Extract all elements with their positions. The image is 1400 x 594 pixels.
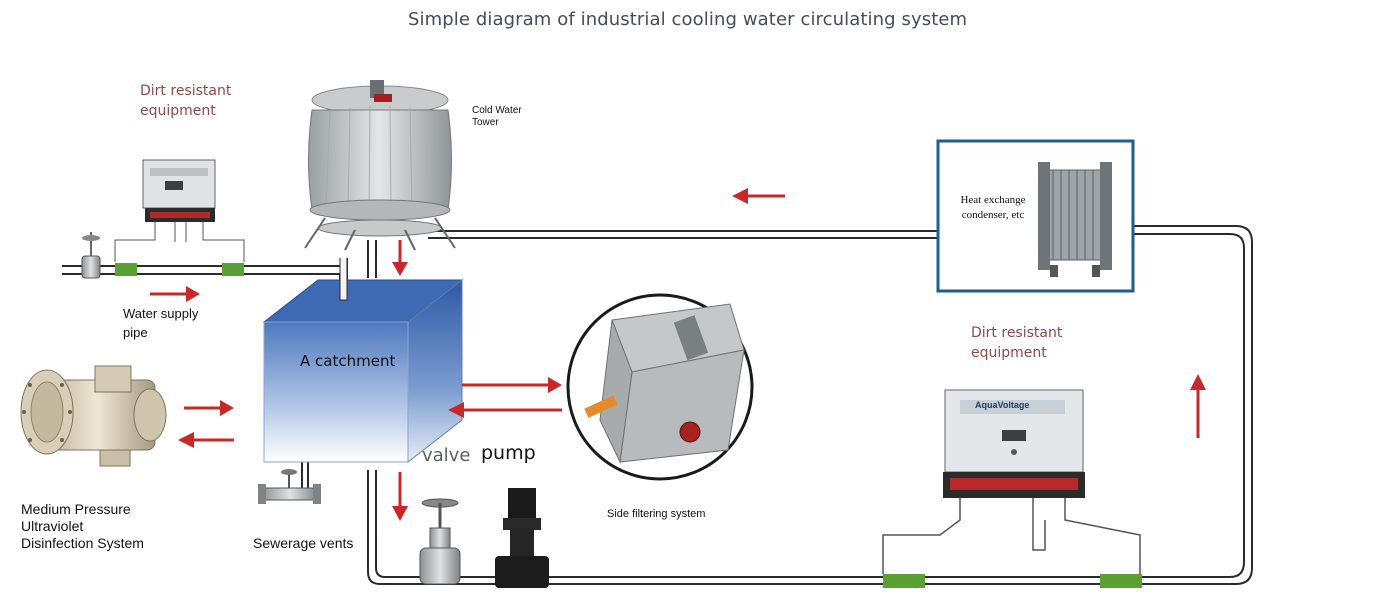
gate-valve [419, 498, 461, 585]
catchment-tank [262, 258, 464, 464]
label-line: equipment [140, 103, 216, 119]
dirt-resistant-device-right [882, 389, 1141, 574]
dirt-resistant-label-left: Dirt resistant equipment [140, 81, 231, 121]
label-line: Water supply [123, 306, 199, 321]
water-supply-pipe-label: Water supply pipe [123, 304, 198, 342]
pump-label: pump [481, 442, 536, 464]
arrow-uv-left [178, 432, 234, 448]
label-line: Dirt resistant [971, 325, 1063, 341]
arrow-supply-right [150, 286, 200, 302]
label-line: Tower [472, 117, 499, 128]
arrow-up-right [1190, 374, 1206, 438]
side-filter-label: Side filtering system [607, 508, 706, 520]
label-line: condenser, etc [961, 209, 1025, 221]
dirt-resistant-label-right: Dirt resistant equipment [971, 323, 1062, 363]
label-line: equipment [971, 345, 1047, 361]
pipe-couplings [115, 263, 1142, 588]
supply-valve [81, 232, 101, 279]
coupling [1100, 574, 1142, 588]
uv-system-label: Medium Pressure Ultraviolet Disinfection… [21, 501, 144, 552]
side-filter-image [566, 293, 754, 481]
arrow-filter-right [462, 377, 562, 393]
coupling [115, 263, 137, 276]
arrow-down-tower [392, 240, 408, 276]
flow-arrows [150, 188, 1206, 521]
catchment-label: A catchment [300, 352, 396, 370]
dirt-resistant-device-left [114, 159, 245, 262]
arrow-uv-right [184, 400, 234, 416]
cold-water-tower-label: Cold Water Tower [472, 105, 522, 129]
sewer-vent-valve [258, 469, 321, 504]
heat-exchanger-panel [936, 139, 1135, 293]
label-line: Cold Water [472, 105, 522, 116]
label-line: Ultraviolet [21, 518, 84, 534]
label-line: Heat exchange [960, 194, 1026, 206]
aqua-brand-label: AquaVoltage [975, 400, 1030, 410]
arrow-filter-left [448, 402, 562, 418]
coupling [222, 263, 244, 276]
pump-image [495, 488, 549, 588]
heat-exchange-label: Heat exchange condenser, etc [950, 193, 1036, 223]
arrow-down-tank [392, 472, 408, 521]
label-line: Dirt resistant [140, 83, 232, 99]
diagram-title: Simple diagram of industrial cooling wat… [408, 9, 968, 30]
sewerage-vents-label: Sewerage vents [253, 535, 354, 551]
label-line: Medium Pressure [21, 501, 131, 517]
label-line: pipe [123, 325, 148, 340]
coupling [883, 574, 925, 588]
cooling-tower-image [304, 80, 456, 251]
arrow-left-top [732, 188, 785, 204]
label-line: Disinfection System [21, 535, 144, 551]
uv-disinfection-image [20, 365, 167, 467]
valve-label: valve [422, 445, 471, 466]
